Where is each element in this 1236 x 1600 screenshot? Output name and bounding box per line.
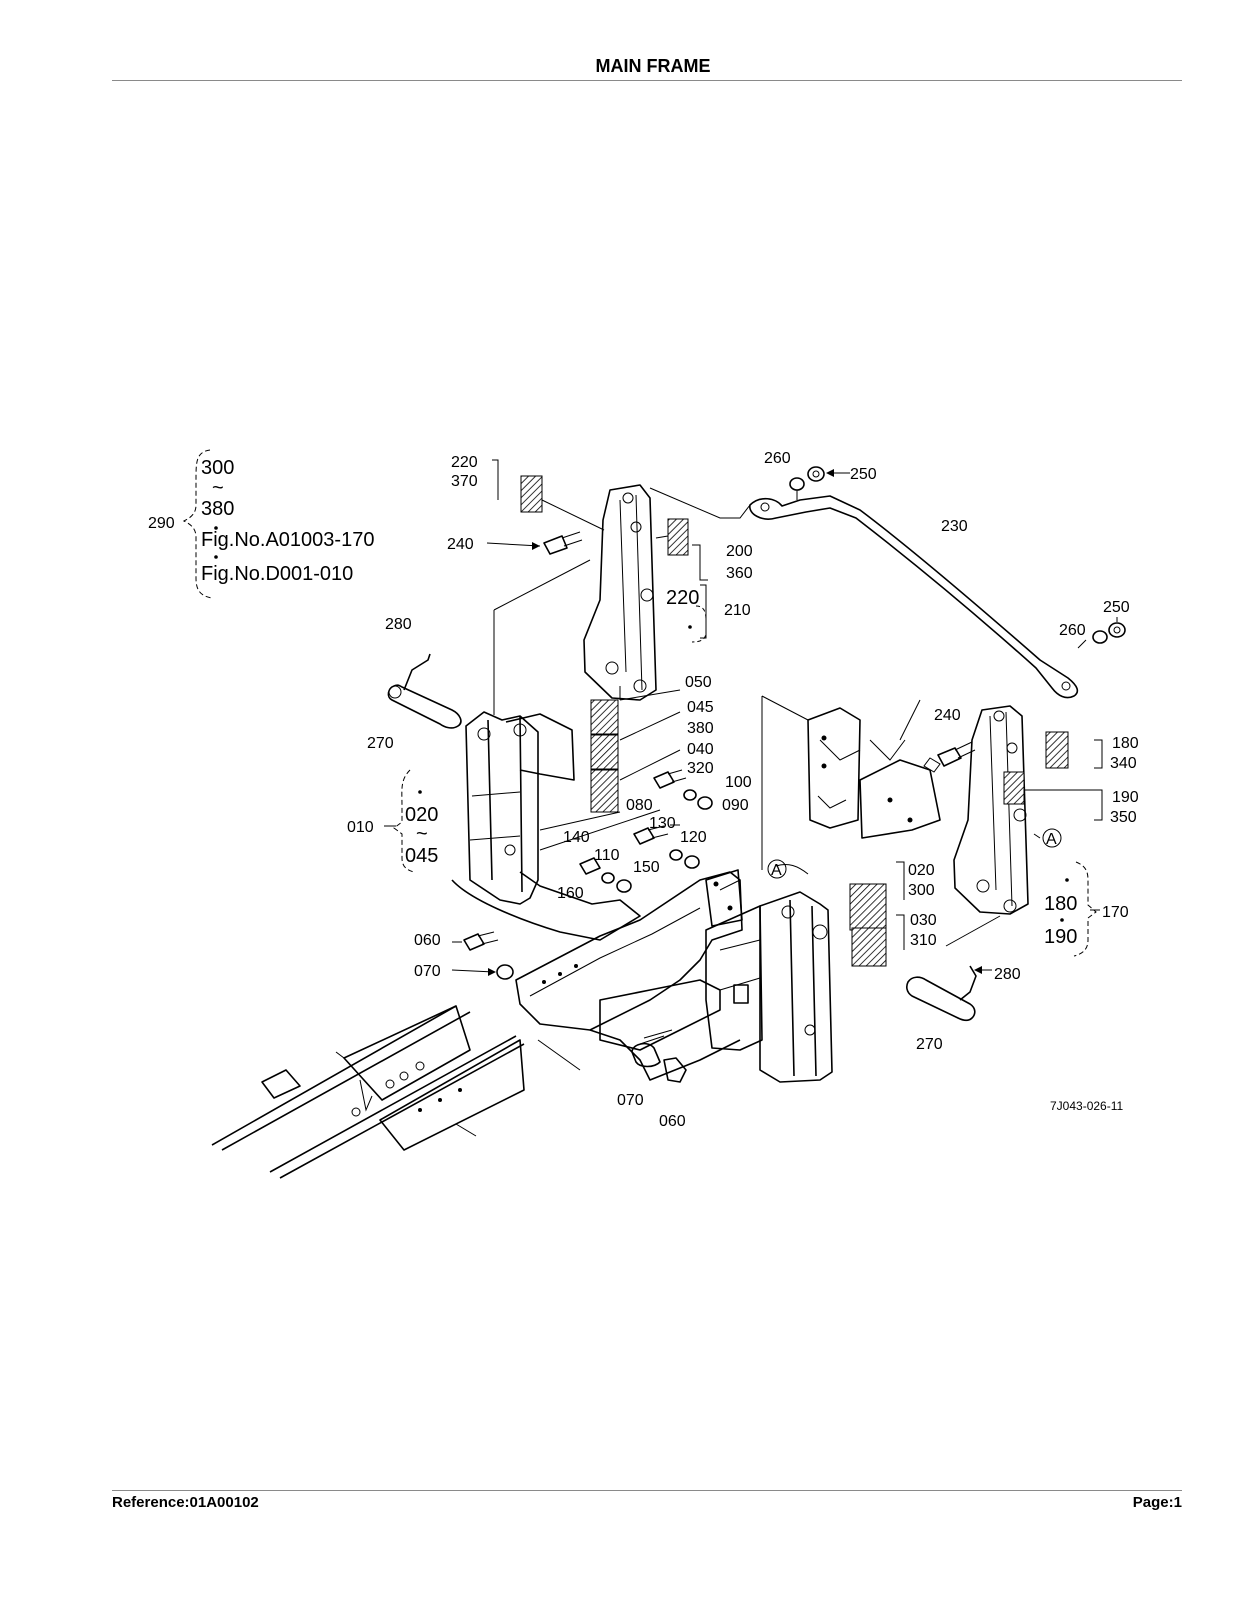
ref-045-range: 045: [405, 845, 438, 867]
label-300: 300: [908, 882, 935, 899]
label-240-left: 240: [447, 536, 474, 553]
center-cross-frame: [515, 869, 743, 1081]
label-120: 120: [680, 829, 707, 846]
fasteners-cluster: [579, 769, 713, 893]
label-270-left: 270: [367, 735, 394, 752]
label-090: 090: [722, 797, 749, 814]
right-main-frame: [705, 883, 887, 1083]
footer-rule: [112, 1490, 1182, 1491]
pin-270-right: [906, 965, 992, 1022]
ref-020-range: 020: [405, 804, 438, 826]
bolts-060-070-left: [451, 931, 514, 980]
label-030: 030: [910, 912, 937, 929]
label-020: 020: [908, 862, 935, 879]
nuts-right: [1077, 617, 1126, 649]
page-title: MAIN FRAME: [595, 56, 711, 76]
tie-rod-230: [749, 495, 1079, 699]
label-050: 050: [685, 674, 712, 691]
label-360: 360: [726, 565, 753, 582]
label-280-left: 280: [385, 616, 412, 633]
range-tilde-010: ~: [416, 823, 428, 845]
range-tilde: ~: [212, 477, 224, 499]
label-060-lower: 060: [659, 1113, 686, 1130]
label-370: 370: [451, 473, 478, 490]
label-070-lower: 070: [617, 1092, 644, 1109]
label-350: 350: [1110, 809, 1137, 826]
label-190: 190: [1112, 789, 1139, 806]
label-110: 110: [594, 847, 620, 864]
ref-170: 170: [1102, 904, 1129, 921]
label-260-right: 260: [1059, 622, 1086, 639]
left-upper-arm: [520, 475, 689, 701]
label-130: 130: [649, 815, 676, 832]
label-140: 140: [563, 829, 590, 846]
drawing-code: 7J043-026-11: [1050, 1099, 1123, 1113]
label-230: 230: [941, 518, 968, 535]
label-160: 160: [557, 885, 584, 902]
pin-270-left: [387, 653, 462, 729]
label-240-right: 240: [934, 707, 961, 724]
ref-180-range: 180: [1044, 893, 1077, 915]
bolt-240-left: [486, 531, 583, 555]
label-340: 340: [1110, 755, 1137, 772]
callout-a-center: A: [771, 862, 782, 879]
label-180: 180: [1112, 735, 1139, 752]
label-080: 080: [626, 797, 653, 814]
ref-290: 290: [148, 515, 175, 532]
label-260-top: 260: [764, 450, 791, 467]
ref-210: 210: [724, 602, 751, 619]
label-380: 380: [687, 720, 714, 737]
ref-190-range: 190: [1044, 926, 1077, 948]
right-upper-arm: [953, 705, 1094, 915]
label-045: 045: [687, 699, 714, 716]
label-270-right: 270: [916, 1036, 943, 1053]
header-rule: [112, 80, 1182, 81]
group-170: 180 190 170: [1044, 878, 1129, 948]
group-290: 290 300 ~ 380 Fig.No.A01003-170 Fig.No.D…: [148, 449, 374, 599]
part-labels: 220 370 240 200 360 260 250 230 250 260 …: [367, 450, 1139, 1130]
fig-ref-a01003: Fig.No.A01003-170: [201, 529, 374, 551]
label-200: 200: [726, 543, 753, 560]
callout-a-group: A A: [767, 828, 1062, 879]
lower-chassis: [211, 1005, 581, 1179]
footer-page-number: Page:1: [1132, 1494, 1182, 1511]
leader-lines: [384, 459, 1103, 957]
label-100: 100: [725, 774, 752, 791]
group-210: 220 210: [666, 587, 751, 629]
bolt-240-right: [937, 741, 976, 767]
nuts-top: [789, 466, 850, 500]
label-250-top: 250: [850, 466, 877, 483]
label-310: 310: [910, 932, 937, 949]
callout-a-right: A: [1046, 831, 1057, 848]
label-280-right: 280: [994, 966, 1021, 983]
ref-220-inner: 220: [666, 587, 699, 609]
label-070-left: 070: [414, 963, 441, 980]
label-150: 150: [633, 859, 660, 876]
label-220: 220: [451, 454, 478, 471]
left-main-frame: [451, 559, 641, 941]
footer-reference: Reference:01A00102: [112, 1494, 259, 1511]
ref-010: 010: [347, 819, 374, 836]
ref-380: 380: [201, 498, 234, 520]
group-010: 010 020 ~ 045: [347, 790, 438, 867]
bolts-060-070-lower: [631, 1029, 687, 1083]
ref-300: 300: [201, 457, 234, 479]
label-320: 320: [687, 760, 714, 777]
label-250-right: 250: [1103, 599, 1130, 616]
center-bracket: [761, 695, 941, 870]
fig-ref-d001: Fig.No.D001-010: [201, 563, 353, 585]
label-040: 040: [687, 741, 714, 758]
label-060-left: 060: [414, 932, 441, 949]
